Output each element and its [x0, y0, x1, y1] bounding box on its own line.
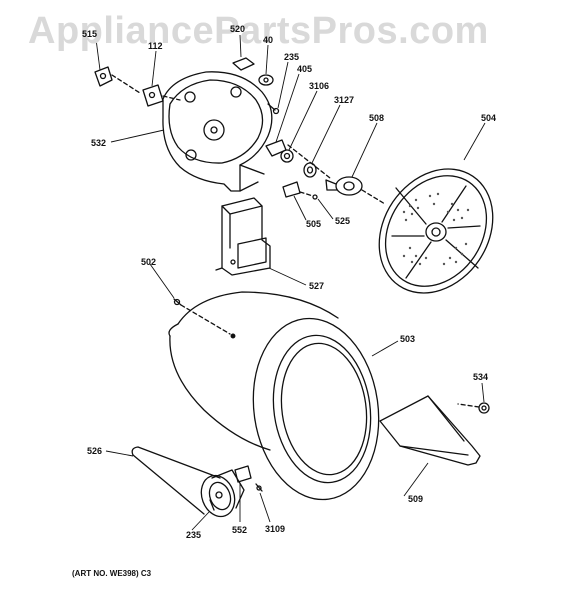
callout-235-top: 235: [284, 52, 300, 62]
watermark: AppliancePartsPros.com: [28, 10, 489, 52]
leader-line: [293, 195, 307, 221]
baffle-509-part: [379, 395, 481, 466]
leader-line: [277, 61, 289, 109]
front-drum-cover-part: [378, 168, 494, 294]
leader-line: [463, 122, 486, 161]
screw-235-top-part: [267, 103, 280, 115]
leader-line: [151, 50, 157, 87]
sensor-552-part: [234, 465, 252, 483]
callout-515: 515: [82, 29, 98, 39]
bracket-527-part: [215, 197, 271, 276]
callout-505: 505: [306, 219, 322, 229]
callout-508: 508: [369, 113, 385, 123]
leader-line: [317, 198, 334, 220]
small-part-520: [232, 57, 255, 71]
leader-line: [311, 104, 341, 164]
leader-line: [265, 44, 269, 75]
callout-525: 525: [335, 216, 351, 226]
callout-3109: 3109: [265, 524, 286, 534]
callout-534: 534: [473, 372, 489, 382]
leader-line: [191, 511, 210, 531]
callout-509: 509: [408, 494, 424, 504]
callout-527: 527: [309, 281, 325, 291]
leader-line: [275, 73, 300, 143]
callout-504: 504: [481, 113, 497, 123]
callout-520: 520: [230, 24, 246, 34]
leader-line: [259, 492, 271, 523]
screw-502-part: [173, 298, 231, 335]
callout-235-bottom: 235: [186, 530, 202, 540]
callout-112: 112: [148, 41, 163, 51]
callout-405: 405: [297, 64, 313, 74]
leader-line: [288, 90, 318, 151]
leader-line: [239, 34, 242, 58]
leader-line: [105, 450, 134, 457]
callout-3127: 3127: [334, 95, 355, 105]
screw-3109-part: [255, 483, 263, 492]
bracket-505-part: [282, 181, 318, 200]
callout-532: 532: [91, 138, 107, 148]
shaft-bearing-parts: [265, 139, 331, 179]
hub-508-part: [325, 176, 386, 205]
rear-bulkhead-part: [162, 71, 273, 192]
drum-part: [168, 291, 380, 501]
callout-3106: 3106: [309, 81, 330, 91]
small-part-40: [258, 74, 274, 86]
art-number: (ART NO. WE398) C3: [72, 569, 152, 578]
screw-235-bottom-part: [209, 499, 215, 511]
screw-534-part: [457, 402, 490, 414]
leader-line: [481, 382, 485, 403]
callout-552: 552: [232, 525, 248, 535]
leader-line: [371, 340, 399, 357]
leader-line: [403, 462, 429, 497]
bracket-112-part: [142, 84, 181, 107]
callout-40: 40: [263, 35, 274, 45]
callout-526: 526: [87, 446, 103, 456]
bracket-515-part: [94, 66, 141, 94]
heater-duct-526-part: [131, 446, 245, 518]
leader-line: [351, 122, 378, 178]
leader-line: [95, 38, 101, 71]
leader-line: [149, 263, 175, 299]
leader-line: [268, 267, 307, 286]
callout-502: 502: [141, 257, 157, 267]
callout-503: 503: [400, 334, 416, 344]
leader-line: [110, 129, 165, 143]
